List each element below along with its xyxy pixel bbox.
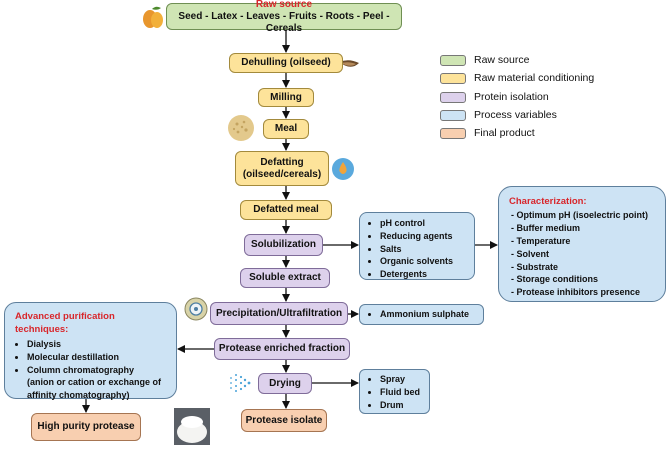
variable-item: Detergents bbox=[380, 268, 466, 281]
solubilization-variables-box: pH control Reducing agents Salts Organic… bbox=[359, 212, 475, 280]
characterization-item: Solvent bbox=[517, 248, 655, 261]
characterization-item: Buffer medium bbox=[517, 222, 655, 235]
milling-box: Milling bbox=[258, 88, 314, 107]
protease-powder-photo bbox=[174, 408, 210, 445]
characterization-item: Storage conditions bbox=[517, 273, 655, 286]
advanced-purification-box: Advanced purification techniques: Dialys… bbox=[4, 302, 177, 401]
legend-label: Raw material conditioning bbox=[474, 72, 595, 84]
characterization-item: Protease inhibitors presence bbox=[517, 286, 655, 299]
drying-methods-box: Spray Fluid bed Drum bbox=[359, 369, 430, 414]
legend-swatch bbox=[440, 109, 466, 121]
fruit-icon bbox=[143, 6, 163, 28]
defatting-label: Defatting (oilseed/cereals) bbox=[242, 156, 322, 180]
ammonium-sulphate-box: Ammonium sulphate bbox=[359, 304, 484, 325]
variable-item: Drum bbox=[380, 399, 421, 412]
advanced-purification-title: Advanced purification techniques: bbox=[15, 311, 115, 336]
drying-box: Drying bbox=[258, 373, 312, 394]
protease-isolate-box: Protease isolate bbox=[241, 409, 327, 432]
legend-item-protein-isolation: Protein isolation bbox=[440, 90, 549, 104]
variable-item: Fluid bed bbox=[380, 386, 421, 399]
oil-drop-icon bbox=[332, 158, 354, 180]
legend-swatch bbox=[440, 54, 466, 66]
meal-powder-icon bbox=[228, 115, 254, 141]
spray-icon bbox=[230, 374, 251, 392]
variable-item: Reducing agents bbox=[380, 230, 466, 243]
precipitation-box: Precipitation/Ultrafiltration bbox=[210, 302, 348, 325]
characterization-title: Characterization: bbox=[509, 196, 587, 207]
legend-label: Process variables bbox=[474, 109, 557, 121]
variable-item: Spray bbox=[380, 373, 421, 386]
meal-box: Meal bbox=[263, 119, 309, 139]
legend-item-final-product: Final product bbox=[440, 126, 535, 140]
technique-note: (anion or cation or exchange of affinity… bbox=[27, 377, 162, 401]
legend-item-process-variables: Process variables bbox=[440, 108, 557, 122]
raw-source-box: Raw source Seed - Latex - Leaves - Fruit… bbox=[166, 0, 402, 34]
characterization-item: Temperature bbox=[517, 235, 655, 248]
raw-source-items: Seed - Latex - Leaves - Fruits - Roots -… bbox=[178, 10, 390, 34]
legend-item-conditioning: Raw material conditioning bbox=[440, 71, 594, 85]
legend-swatch bbox=[440, 91, 466, 103]
legend-label: Final product bbox=[474, 127, 535, 139]
high-purity-protease-box: High purity protease bbox=[31, 413, 141, 441]
variable-item: Salts bbox=[380, 243, 466, 256]
defatting-box: Defatting (oilseed/cereals) bbox=[235, 151, 329, 186]
legend-label: Raw source bbox=[474, 54, 530, 66]
technique-item: Molecular destillation bbox=[27, 351, 166, 364]
centrifuge-icon bbox=[184, 297, 208, 321]
solubilization-box: Solubilization bbox=[244, 234, 323, 256]
technique-item: Column chromatography bbox=[27, 364, 166, 377]
variable-item: Organic solvents bbox=[380, 255, 466, 268]
legend-item-raw-source: Raw source bbox=[440, 53, 529, 67]
characterization-item: Substrate bbox=[517, 261, 655, 274]
raw-source-title: Raw source bbox=[255, 0, 313, 10]
protease-fraction-box: Protease enriched fraction bbox=[214, 338, 350, 360]
variable-item: pH control bbox=[380, 217, 466, 230]
soluble-extract-box: Soluble extract bbox=[240, 268, 330, 288]
characterization-box: Characterization: Optimum pH (isoelectri… bbox=[498, 186, 666, 302]
legend-swatch bbox=[440, 72, 466, 84]
legend-label: Protein isolation bbox=[474, 91, 549, 103]
legend-swatch bbox=[440, 127, 466, 139]
characterization-item: Optimum pH (isoelectric point) bbox=[517, 209, 655, 222]
variable-item: Ammonium sulphate bbox=[380, 308, 475, 321]
technique-item: Dialysis bbox=[27, 338, 166, 351]
dehulling-box: Dehulling (oilseed) bbox=[229, 53, 343, 73]
seed-hull-icon bbox=[339, 60, 359, 67]
defatted-meal-box: Defatted meal bbox=[240, 200, 332, 220]
